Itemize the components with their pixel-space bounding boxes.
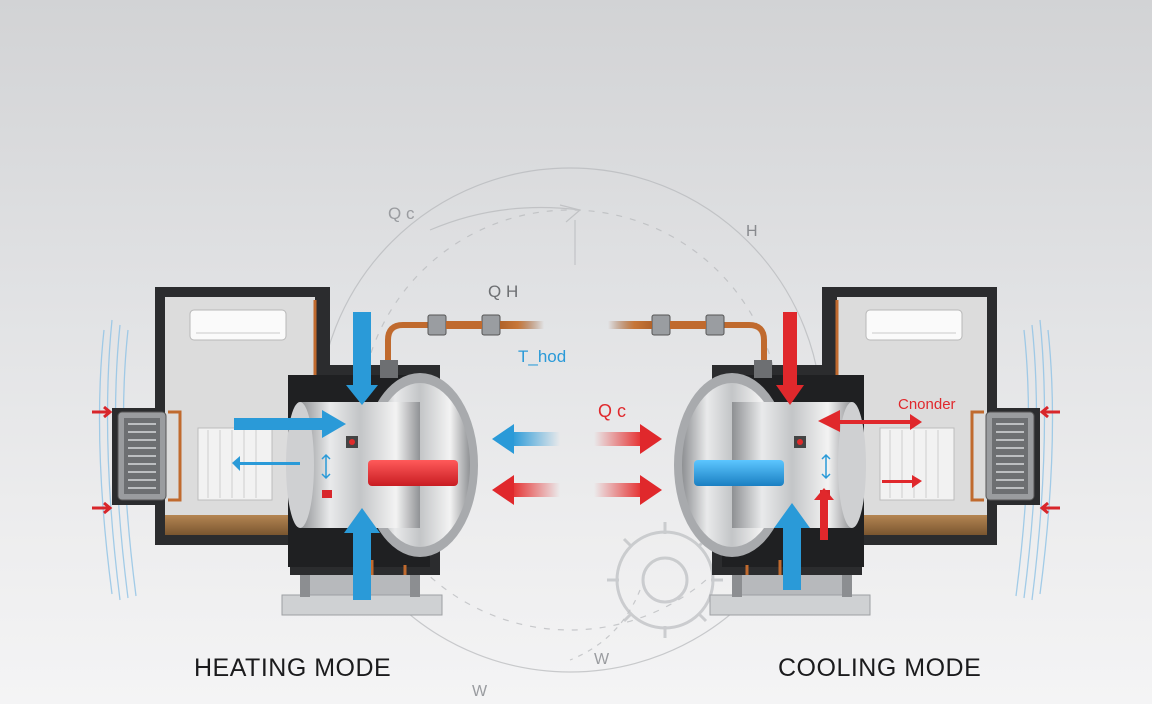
annotation-qc-center: Q c (598, 401, 626, 421)
gear-icon (607, 522, 723, 638)
hot-flow-arrows (776, 312, 922, 540)
annotation-condenser: Cnonder (898, 396, 956, 413)
cooling-unit (608, 287, 1060, 616)
annotation-t-hot: T_hod (518, 347, 566, 366)
heating-mode-caption: HEATING MODE (194, 654, 392, 682)
cold-flow-arrows (232, 312, 380, 600)
annotation-w-low: W (594, 651, 610, 668)
annotation-w-bottom: W (472, 683, 488, 700)
annotation-qh: Q H (488, 282, 518, 301)
annotation-h: H (746, 223, 758, 240)
heating-unit (92, 287, 544, 616)
center-flow-arrows (492, 424, 662, 505)
annotation-qc-top: Q c (388, 204, 415, 223)
radiator (879, 427, 955, 501)
cooling-mode-caption: COOLING MODE (778, 654, 982, 682)
